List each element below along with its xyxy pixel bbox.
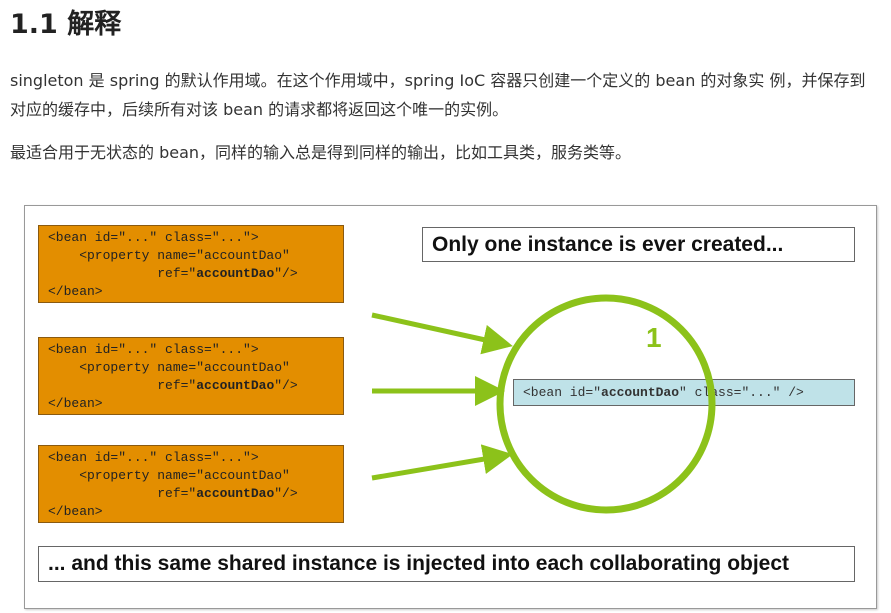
singleton-instance-circle (496, 294, 716, 514)
paragraph-singleton: singleton 是 spring 的默认作用域。在这个作用域中，spring… (10, 71, 866, 119)
singleton-bean-definition: <bean id="accountDao" class="..." /> (513, 379, 855, 406)
singleton-diagram (24, 205, 877, 609)
bean-definition-3: <bean id="..." class="..."> <property na… (38, 445, 344, 523)
bean-definition-1: <bean id="..." class="..."> <property na… (38, 225, 344, 303)
bottom-caption: ... and this same shared instance is inj… (38, 546, 855, 582)
arrow-3 (371, 444, 513, 481)
top-caption: Only one instance is ever created... (422, 227, 855, 262)
bean-definition-2: <bean id="..." class="..."> <property na… (38, 337, 344, 415)
section-heading: 1.1 解释 (10, 9, 122, 40)
paragraph-usage: 最适合用于无状态的 bean，同样的输入总是得到同样的输出，比如工具类，服务类等… (10, 143, 632, 162)
instance-count: 1 (646, 322, 662, 353)
arrow-1 (371, 312, 513, 355)
